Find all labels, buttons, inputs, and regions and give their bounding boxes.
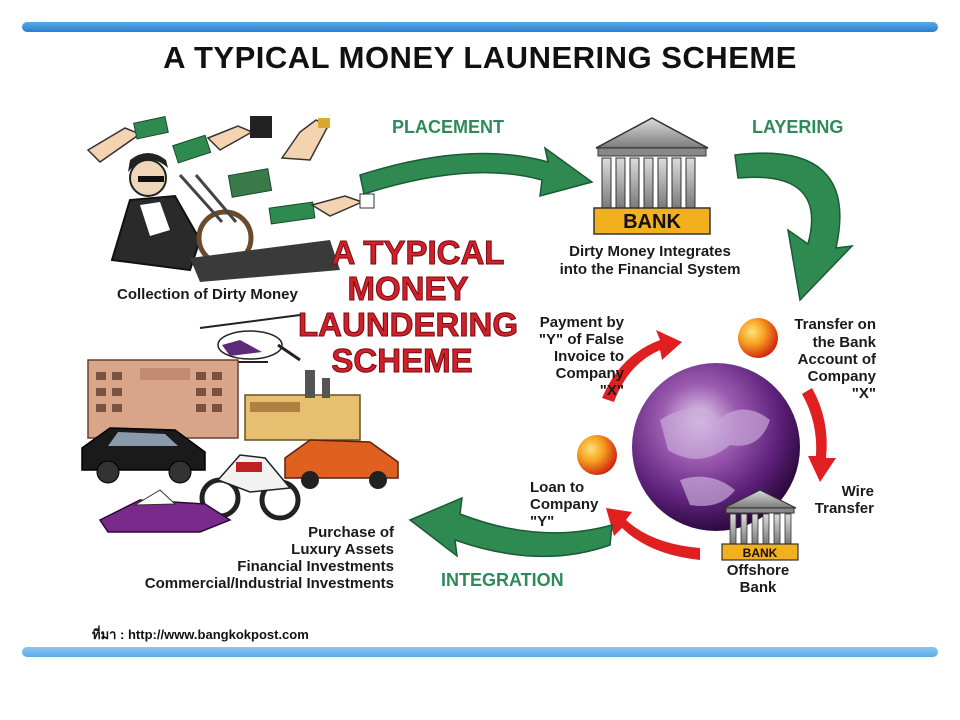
bank-sign: BANK — [623, 211, 681, 233]
layering-label: LAYERING — [752, 117, 843, 137]
slide-title: A TYPICAL MONEY LAUNERING SCHEME — [163, 40, 797, 75]
transfer-caption-line-1: Transfer on — [794, 316, 876, 333]
red-cycle-arrows — [602, 330, 836, 560]
transfer-caption-line-3: Account of — [798, 351, 877, 368]
offshore-bank-sign: BANK — [743, 546, 778, 560]
purchase-caption-line-3: Financial Investments — [237, 558, 394, 575]
transfer-ball-icon — [738, 318, 778, 358]
purchase-caption-line-4: Commercial/Industrial Investments — [145, 575, 394, 592]
loan-caption-line-1: Loan to — [530, 479, 584, 496]
bank-caption-line-2: into the Financial System — [560, 261, 741, 278]
sports-car-red-icon — [284, 439, 399, 489]
placement-arrow — [359, 146, 594, 198]
hand-money-5 — [268, 193, 375, 225]
payment-caption-line-2: "Y" of False — [539, 331, 624, 348]
factory-icon — [244, 370, 361, 441]
center-title-line-1: A TYPICAL — [332, 234, 505, 271]
helicopter-icon — [199, 314, 301, 363]
loan-caption-line-3: "Y" — [530, 513, 554, 530]
center-title-line-2: MONEY — [347, 270, 468, 307]
man-in-car — [110, 153, 340, 282]
loan-ball-icon — [577, 435, 617, 475]
hand-money-4 — [227, 168, 273, 198]
center-title-line-4: SCHEME — [331, 342, 472, 379]
hand-money-3 — [280, 118, 330, 161]
purchase-caption-line-2: Luxury Assets — [291, 541, 394, 558]
hand-money-1 — [86, 116, 169, 163]
payment-caption-line-3: Invoice to — [554, 348, 624, 365]
luxury-assets-illustration — [81, 314, 399, 533]
collection-caption: Collection of Dirty Money — [117, 286, 299, 303]
offshore-bank-icon — [721, 489, 799, 561]
source-citation: ที่มา : http://www.bangkokpost.com — [92, 627, 309, 642]
wire-caption-line-1: Wire — [842, 483, 874, 500]
collection-illustration — [86, 116, 375, 282]
transfer-caption-line-4: Company — [808, 368, 877, 385]
offshore-caption-line-2: Bank — [740, 579, 777, 596]
bottom-accent-bar — [22, 647, 938, 657]
sports-car-black-icon — [81, 427, 206, 484]
integration-label: INTEGRATION — [441, 570, 564, 590]
center-title-line-3: LAUNDERING — [298, 306, 518, 343]
purchase-caption-line-1: Purchase of — [308, 524, 395, 541]
main-bank-icon — [593, 117, 711, 235]
motorcycle-icon — [199, 454, 301, 521]
placement-label: PLACEMENT — [392, 117, 504, 137]
hotel-building-icon — [87, 359, 239, 439]
layering-arrow — [734, 152, 855, 302]
payment-caption-line-5: "X" — [600, 382, 624, 399]
integration-arrow — [408, 496, 613, 558]
wire-caption-line-2: Transfer — [815, 500, 874, 517]
transfer-caption-line-2: the Bank — [813, 334, 877, 351]
payment-caption-line-1: Payment by — [540, 314, 625, 331]
jet-ski-icon — [98, 489, 232, 533]
hand-money-2 — [172, 116, 272, 164]
transfer-caption-line-5: "X" — [852, 385, 876, 402]
offshore-caption-line-1: Offshore — [727, 562, 790, 579]
top-accent-bar — [22, 22, 938, 32]
globe-icon — [632, 363, 800, 531]
bank-caption-line-1: Dirty Money Integrates — [569, 243, 731, 260]
loan-caption-line-2: Company — [530, 496, 599, 513]
payment-caption-line-4: Company — [556, 365, 625, 382]
